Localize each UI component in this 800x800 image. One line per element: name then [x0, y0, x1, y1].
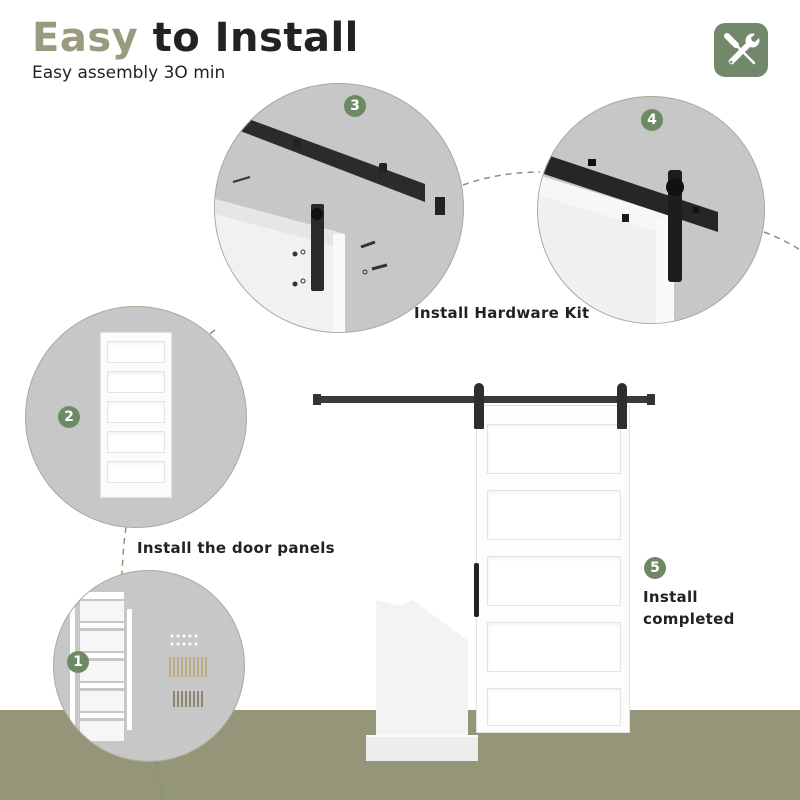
hardware-exploded-illustration	[215, 114, 445, 332]
wall-base	[366, 735, 478, 761]
wall-fragment	[376, 600, 468, 735]
parts-kit-illustration	[70, 592, 207, 741]
step-4-circle: 4	[537, 96, 765, 324]
title-rest: to Install	[138, 15, 359, 61]
step-1-badge: 1	[67, 651, 89, 673]
door-handle	[474, 563, 479, 617]
page-subtitle: Easy assembly 3O min	[32, 63, 226, 83]
step-3-badge: 3	[344, 95, 366, 117]
install-completed-label-line1: Install	[643, 588, 698, 606]
install-door-panels-label: Install the door panels	[137, 539, 335, 557]
install-hardware-label: Install Hardware Kit	[414, 304, 590, 322]
step-2-badge: 2	[58, 406, 80, 428]
step-1-circle: 1	[53, 570, 245, 762]
hanger-right	[617, 383, 627, 429]
title-accent: Easy	[32, 15, 139, 61]
page-title: Easy to Install	[32, 16, 359, 60]
install-completed-label-line2: completed	[643, 610, 735, 628]
step-5-badge: 5	[644, 557, 666, 579]
step-3-circle: 3	[214, 83, 464, 333]
wrench-screwdriver-icon	[714, 23, 768, 77]
hanger-left	[474, 383, 484, 429]
barn-door	[476, 405, 630, 733]
barn-door-rail	[313, 396, 655, 403]
door-panel-illustration	[100, 332, 172, 498]
hardware-mounted-illustration	[538, 152, 718, 323]
step-2-circle: 2	[25, 306, 247, 528]
step-4-badge: 4	[641, 109, 663, 131]
